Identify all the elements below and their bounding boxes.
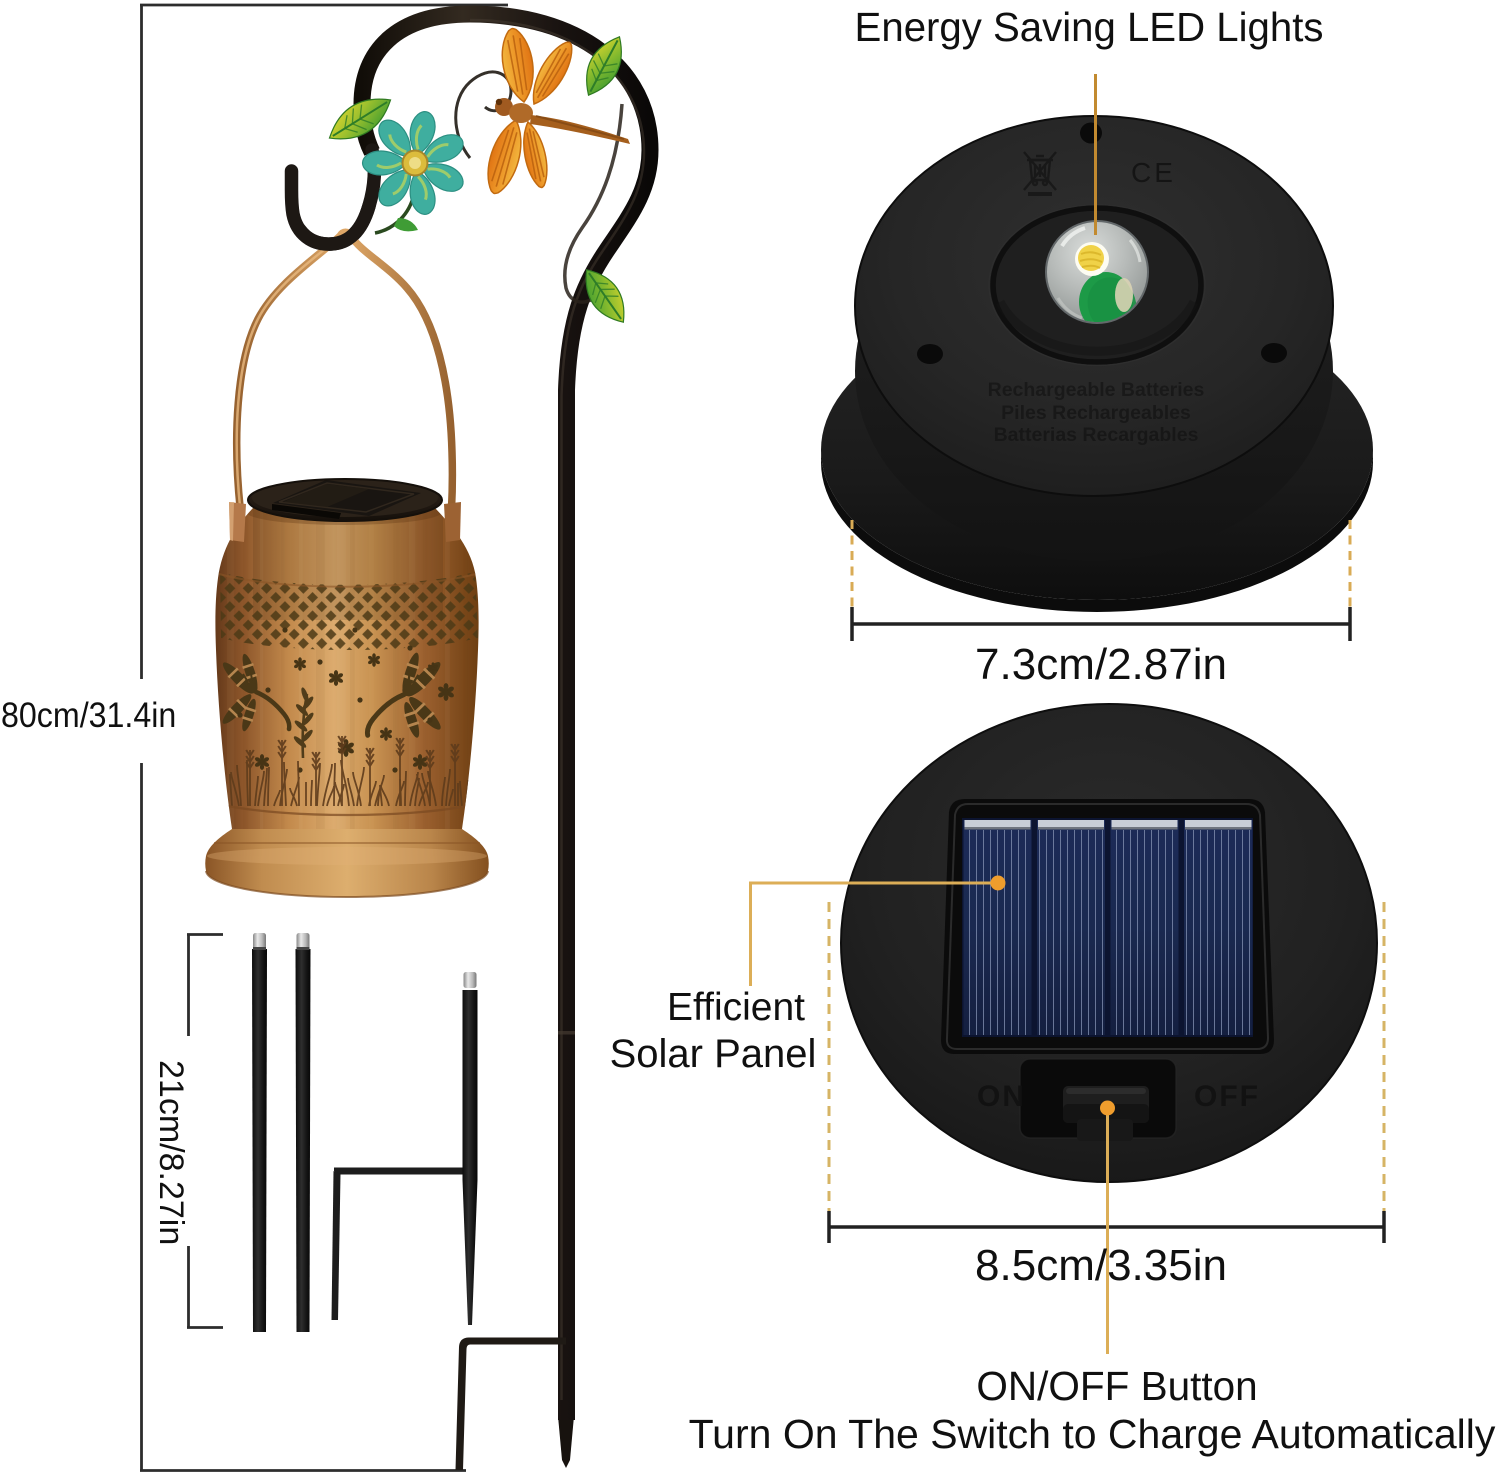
svg-text:7.3cm/2.87in: 7.3cm/2.87in xyxy=(975,640,1227,689)
svg-text:Energy Saving LED Lights: Energy Saving LED Lights xyxy=(855,4,1324,50)
svg-text:OFF: OFF xyxy=(1194,1080,1260,1113)
svg-text:21cm/8.27in: 21cm/8.27in xyxy=(152,1060,190,1245)
svg-text:Batterias Recargables: Batterias Recargables xyxy=(994,424,1199,446)
svg-text:Rechargeable Batteries: Rechargeable Batteries xyxy=(988,379,1205,401)
svg-text:ON/OFF Button: ON/OFF Button xyxy=(976,1363,1257,1409)
svg-text:CE: CE xyxy=(1131,157,1176,188)
svg-text:Solar Panel: Solar Panel xyxy=(610,1032,817,1076)
svg-text:80cm/31.4in: 80cm/31.4in xyxy=(1,697,176,736)
svg-text:8.5cm/3.35in: 8.5cm/3.35in xyxy=(975,1241,1227,1290)
svg-text:ON: ON xyxy=(977,1080,1026,1113)
svg-text:Efficient: Efficient xyxy=(667,986,805,1029)
svg-text:Turn On The Switch to Charge A: Turn On The Switch to Charge Automatical… xyxy=(689,1411,1496,1457)
svg-text:Piles Rechargeables: Piles Rechargeables xyxy=(1001,402,1191,424)
